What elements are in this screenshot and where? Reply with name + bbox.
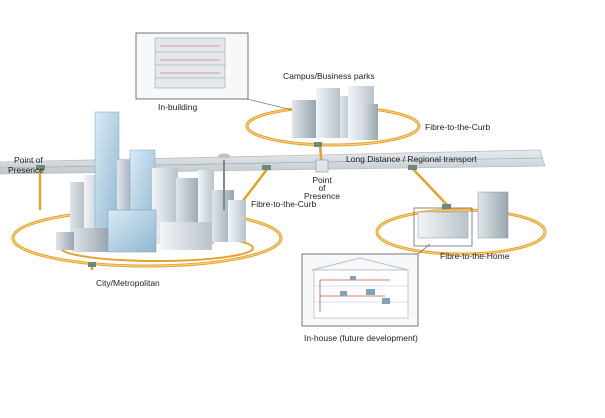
in-building-inset: [135, 32, 293, 111]
home-buildings: [413, 191, 509, 247]
network-nodes: [36, 142, 451, 267]
home-ring: [375, 208, 547, 256]
label-in-building: In-building: [158, 102, 198, 112]
city-skyline: [56, 111, 246, 253]
label-in-house: In-house (future development): [304, 333, 418, 343]
label-fttc-center: Fibre-to-the-Curb: [251, 199, 317, 209]
label-pop-center-line1: Point: [312, 175, 332, 185]
label-pop-center-line2: of: [318, 183, 326, 193]
label-ftth: Fibre-to-the-Home: [440, 251, 510, 261]
label-campus: Campus/Business parks: [283, 71, 375, 81]
campus-buildings: [292, 86, 378, 140]
label-pop-left-line2: Presence: [8, 165, 44, 175]
label-fttc-right: Fibre-to-the-Curb: [425, 122, 491, 132]
label-long-distance: Long Distance / Regional transport: [346, 154, 477, 164]
label-pop-center-line3: Presence: [304, 191, 340, 201]
label-city: City/Metropolitan: [96, 278, 160, 288]
in-house-inset: [301, 243, 431, 327]
pop-center-node: [315, 159, 329, 173]
label-pop-left-line1: Point of: [14, 155, 43, 165]
